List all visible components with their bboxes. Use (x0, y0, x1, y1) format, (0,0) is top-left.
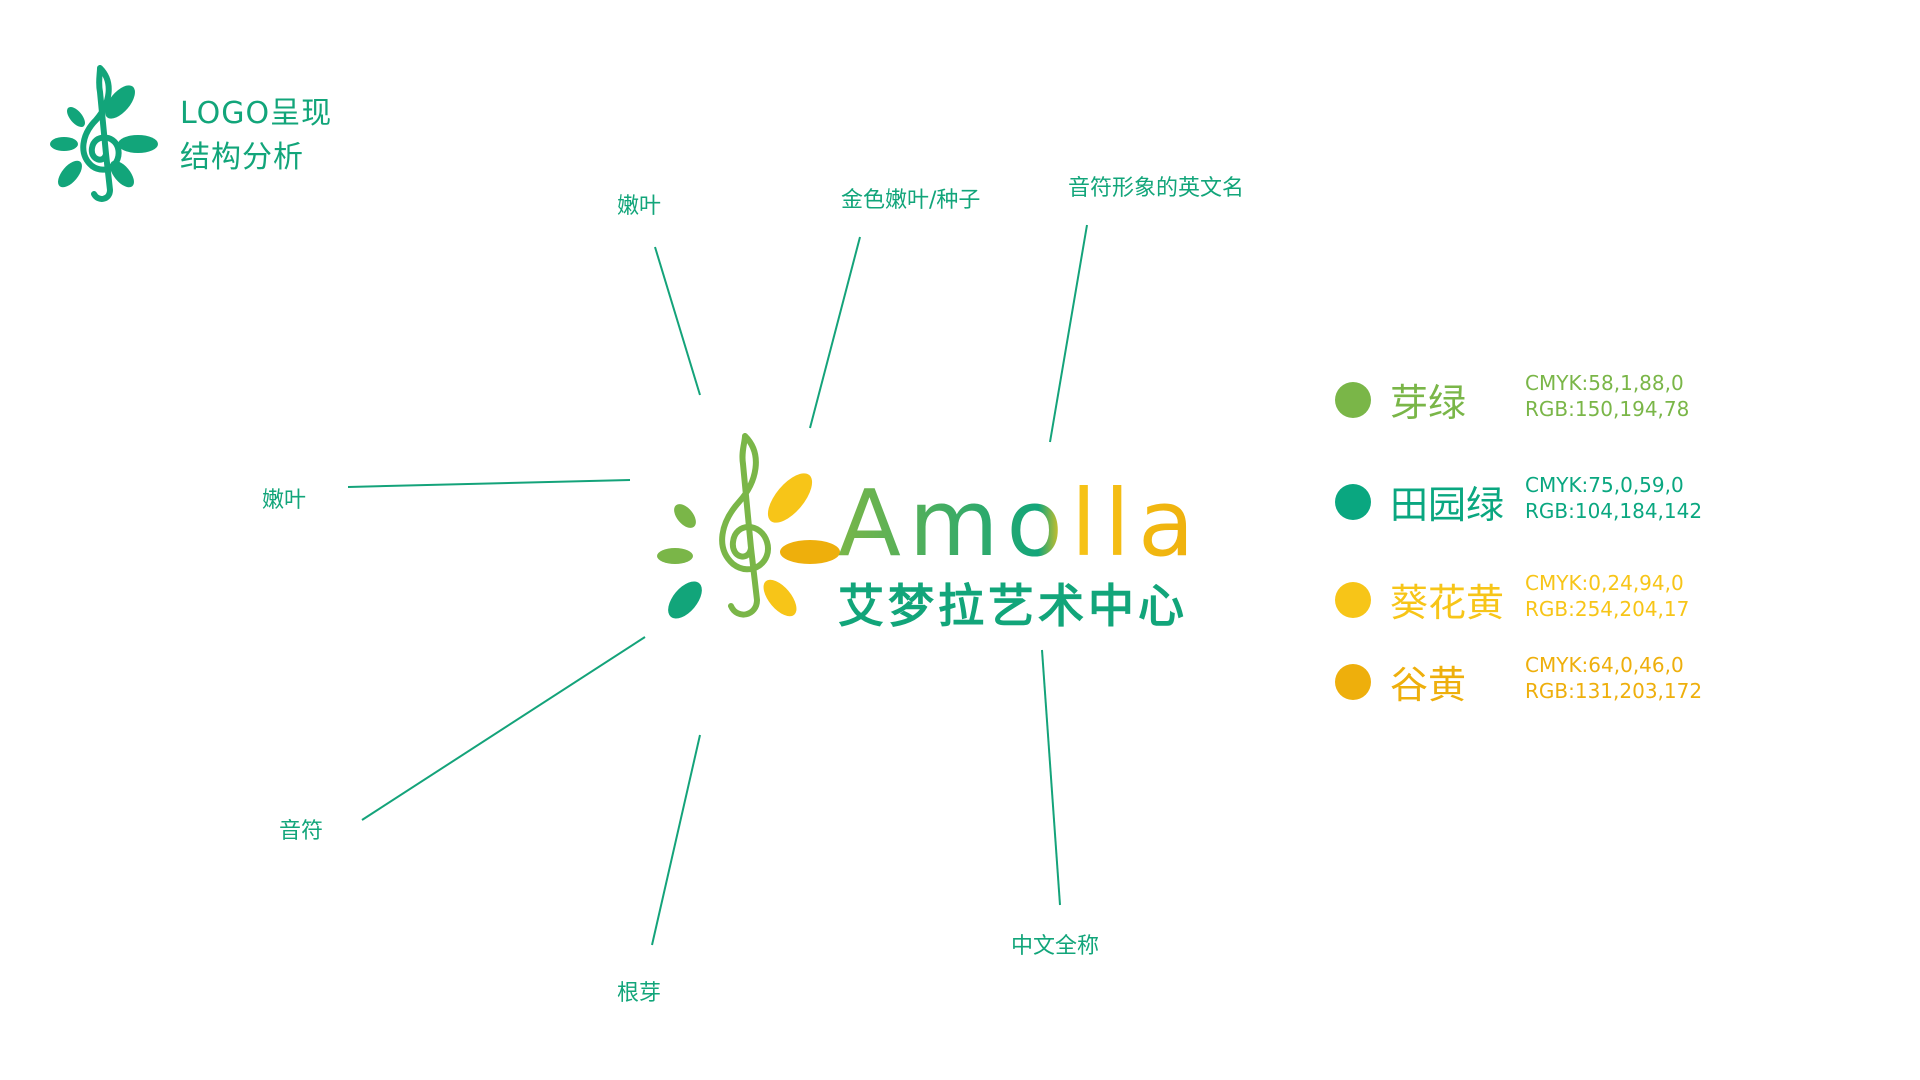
callout-english-name: 音符形象的英文名 (1068, 176, 1245, 201)
swatch-spec: CMYK:0,24,94,0 RGB:254,204,17 (1525, 570, 1689, 622)
swatch-rgb: RGB:131,203,172 (1525, 679, 1703, 703)
logo-chinese-wordmark: 艾梦拉艺术中心 (838, 579, 1188, 633)
swatch-name: 田园绿 (1390, 483, 1505, 527)
leader-line-english-name (1049, 224, 1088, 443)
swatch-name: 芽绿 (1390, 381, 1467, 425)
swatch-dot (1335, 582, 1371, 618)
leader-line-root (651, 734, 701, 946)
callout-root-sprout: 根芽 (617, 981, 662, 1006)
page-title-line2: 结构分析 (180, 140, 304, 175)
callout-leaf-top: 嫩叶 (617, 194, 662, 219)
logo-english-text: Amolla (838, 470, 1198, 577)
leader-line-gold-leaf (809, 236, 861, 429)
swatch-spec: CMYK:64,0,46,0 RGB:131,203,172 (1525, 652, 1702, 704)
swatch-cmyk: CMYK:75,0,59,0 (1525, 473, 1684, 497)
swatch-rgb: RGB:150,194,78 (1525, 397, 1690, 421)
swatch-dot (1335, 382, 1371, 418)
swatch-sprout-green: 芽绿 CMYK:58,1,88,0 RGB:150,194,78 (1335, 370, 1855, 440)
swatch-dot (1335, 484, 1371, 520)
swatch-name: 谷黄 (1390, 663, 1467, 707)
page-title: LOGO呈现 结构分析 (180, 92, 332, 180)
callout-leaf-left: 嫩叶 (262, 488, 307, 513)
page-title-line1: LOGO呈现 (180, 96, 333, 131)
swatch-cmyk: CMYK:0,24,94,0 (1525, 571, 1684, 595)
leader-line-leaf-top (654, 246, 701, 396)
swatch-rgb: RGB:254,204,17 (1525, 597, 1690, 621)
treble-clef-logo-icon (50, 65, 158, 202)
leader-line-leaf-left (347, 479, 631, 488)
logo-english-wordmark: Amolla (838, 470, 1198, 577)
callout-note: 音符 (279, 819, 324, 844)
swatch-dot (1335, 664, 1371, 700)
callout-chinese-name: 中文全称 (1011, 934, 1100, 959)
swatch-rgb: RGB:104,184,142 (1525, 499, 1703, 523)
swatch-cmyk: CMYK:64,0,46,0 (1525, 653, 1684, 677)
swatch-spec: CMYK:58,1,88,0 RGB:150,194,78 (1525, 370, 1689, 422)
swatch-pastoral-green: 田园绿 CMYK:75,0,59,0 RGB:104,184,142 (1335, 472, 1855, 542)
leader-line-chinese-name (1041, 649, 1061, 906)
swatch-sunflower-yellow: 葵花黄 CMYK:0,24,94,0 RGB:254,204,17 (1335, 570, 1855, 640)
swatch-spec: CMYK:75,0,59,0 RGB:104,184,142 (1525, 472, 1702, 524)
swatch-cmyk: CMYK:58,1,88,0 (1525, 371, 1684, 395)
leader-line-note (361, 636, 646, 821)
callout-gold-leaf-seed: 金色嫩叶/种子 (841, 188, 981, 213)
swatch-name: 葵花黄 (1390, 581, 1505, 625)
swatch-grain-yellow: 谷黄 CMYK:64,0,46,0 RGB:131,203,172 (1335, 652, 1855, 722)
main-logo-mark-icon (657, 433, 840, 619)
